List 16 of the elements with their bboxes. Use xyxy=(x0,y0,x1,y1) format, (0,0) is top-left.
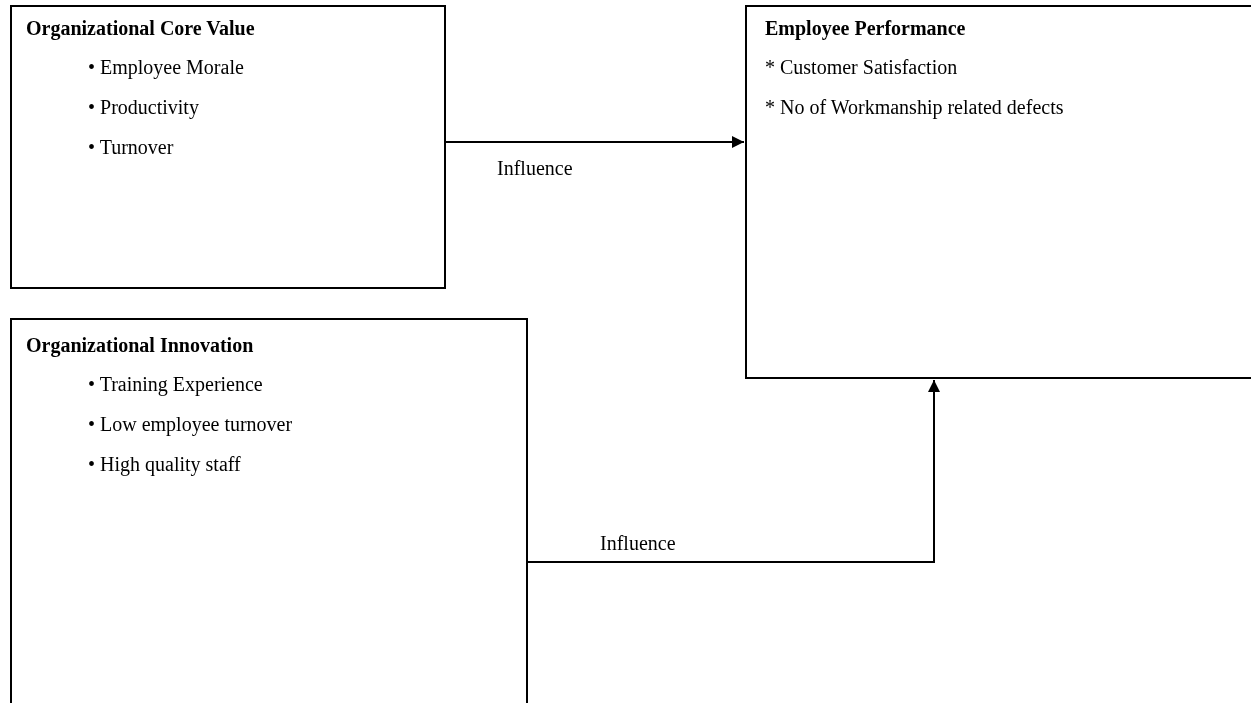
bullet-item: • Employee Morale xyxy=(88,56,244,78)
concept-box xyxy=(10,5,446,289)
box-heading: Organizational Core Value xyxy=(26,17,255,40)
concept-box xyxy=(745,5,1251,379)
arrow xyxy=(445,136,745,148)
arrow xyxy=(527,379,940,563)
bullet-item: • Low employee turnover xyxy=(88,413,293,435)
bullet-item: • High quality staff xyxy=(88,453,241,475)
box-heading: Organizational Innovation xyxy=(26,334,254,357)
concept-box xyxy=(10,318,528,703)
bullet-item: • Training Experience xyxy=(88,373,263,395)
list-item: * Customer Satisfaction xyxy=(765,56,958,78)
box-heading: Employee Performance xyxy=(765,17,966,40)
bullet-item: • Turnover xyxy=(88,136,174,158)
list-item: * No of Workmanship related defects xyxy=(765,96,1064,118)
bullet-item: • Productivity xyxy=(88,96,199,118)
